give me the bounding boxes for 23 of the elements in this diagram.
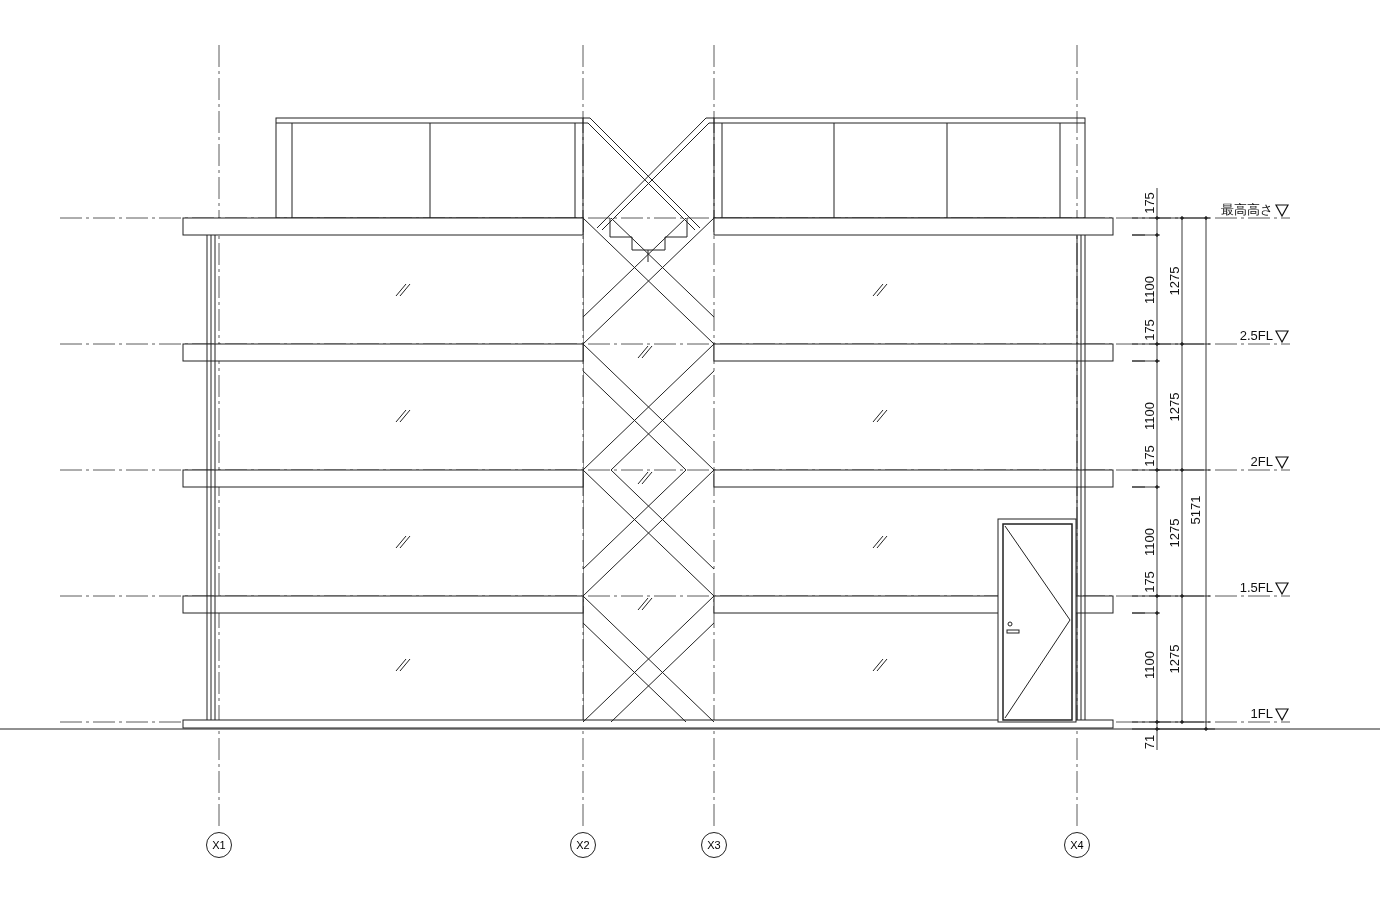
dimension-value: 1275: [1168, 644, 1182, 674]
grid-bubble: X2: [570, 832, 596, 858]
grid-bubble: X1: [206, 832, 232, 858]
dimension-value: 1275: [1168, 518, 1182, 548]
dimension-value: 1100: [1143, 651, 1157, 679]
level-label: 1.5FL: [1239, 581, 1273, 595]
level-label: 最高高さ: [1221, 203, 1273, 217]
level-label: 1FL: [1250, 707, 1273, 721]
level-label: 2.5FL: [1239, 329, 1273, 343]
dimension-value: 175: [1143, 445, 1157, 467]
dimension-value: 71: [1143, 734, 1157, 750]
dimension-value: 5171: [1189, 495, 1203, 525]
dimension-value: 175: [1143, 192, 1157, 214]
grid-bubble: X4: [1064, 832, 1090, 858]
dimension-value: 1100: [1143, 402, 1157, 430]
dimension-value: 175: [1143, 571, 1157, 593]
dimension-value: 1100: [1143, 276, 1157, 304]
dimension-value: 1275: [1168, 266, 1182, 296]
level-label: 2FL: [1250, 455, 1273, 469]
dimension-value: 1100: [1143, 528, 1157, 556]
dimension-value: 175: [1143, 319, 1157, 341]
dimension-value: 1275: [1168, 392, 1182, 422]
grid-bubble: X3: [701, 832, 727, 858]
